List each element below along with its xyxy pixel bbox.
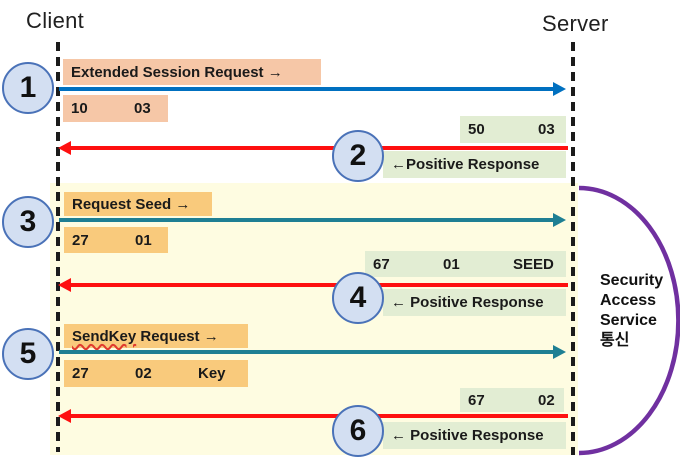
message-label-sendkey-request: SendKey Request → (64, 324, 248, 348)
byte: 03 (538, 121, 555, 138)
hex-bytes-50-03: 50 03 (460, 116, 566, 143)
hex-bytes-27-01: 27 01 (64, 227, 168, 253)
message-label-positive-response-4: ← Positive Response (383, 289, 566, 316)
byte: 67 (468, 391, 485, 409)
client-label: Client (26, 8, 85, 33)
annotation-line: Service (600, 312, 657, 329)
sendkey-word: SendKey (72, 327, 137, 345)
message-label-positive-response-6: ← Positive Response (383, 422, 566, 449)
annotation-line: Access (600, 292, 657, 309)
server-label: Server (542, 11, 609, 36)
hex-bytes-67-01-seed: 67 01 SEED (365, 251, 566, 277)
response-arrow-6 (58, 409, 568, 423)
request-arrow-5 (59, 345, 566, 359)
byte: Key (198, 365, 226, 382)
message-label-request-seed: Request Seed → (64, 192, 212, 216)
step-number-4: 4 (332, 272, 384, 324)
byte: 03 (134, 100, 151, 117)
step-number-6: 6 (332, 405, 384, 457)
client-lifeline (56, 42, 60, 452)
annotation-line: Security (600, 272, 664, 289)
byte: 01 (135, 231, 152, 249)
request-arrow-3 (59, 213, 566, 227)
byte: 27 (72, 231, 89, 249)
message-label-positive-response-2: ←Positive Response (383, 151, 566, 178)
step-number-5: 5 (2, 328, 54, 380)
sendkey-rest: Request → (136, 327, 219, 345)
hex-bytes-67-02: 67 02 (460, 388, 564, 412)
step-number-3: 3 (2, 196, 54, 248)
message-label-extended-session-request: Extended Session Request → (63, 59, 321, 85)
step-number-1: 1 (2, 62, 54, 114)
response-arrow-4 (58, 278, 568, 292)
byte: 01 (443, 255, 460, 273)
byte: 67 (373, 255, 390, 273)
byte: 02 (538, 391, 555, 409)
server-lifeline (571, 42, 575, 455)
byte: 10 (71, 100, 88, 117)
annotation-line: 통신 (600, 332, 630, 349)
byte: 02 (135, 365, 152, 382)
byte: 50 (468, 121, 485, 138)
request-arrow-1 (59, 82, 566, 96)
step-number-2: 2 (332, 130, 384, 182)
byte: SEED (513, 255, 554, 273)
byte: 27 (72, 365, 89, 382)
security-access-annotation: Security Access Service 통신 (600, 271, 680, 351)
hex-bytes-27-02-key: 27 02 Key (64, 360, 248, 387)
response-arrow-2 (58, 141, 568, 155)
hex-bytes-10-03: 10 03 (63, 95, 168, 122)
security-access-brace (578, 185, 680, 456)
